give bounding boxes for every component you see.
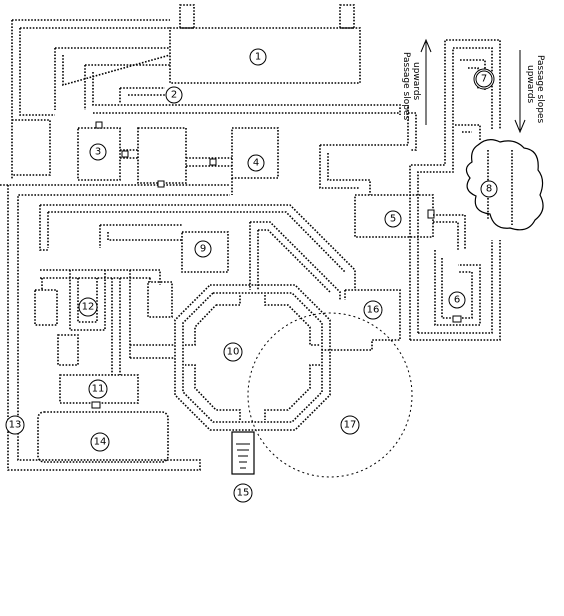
label-1-text: 1 (255, 52, 261, 63)
east-loops (409, 39, 501, 341)
label-4: 4 (247, 154, 265, 172)
outer-passage (0, 19, 230, 471)
label-7-text: 7 (481, 74, 487, 85)
label-9: 9 (194, 240, 212, 258)
note-right-line2: upwards (525, 65, 535, 104)
label-17-text: 17 (344, 420, 357, 431)
label-6: 6 (448, 291, 466, 309)
note-right-line1: Passage slopes (535, 55, 545, 123)
room-3 (77, 121, 138, 181)
room-5 (354, 194, 466, 250)
label-4-text: 4 (253, 158, 259, 169)
label-2-text: 2 (171, 90, 177, 101)
label-12: 12 (78, 297, 98, 317)
label-11: 11 (88, 379, 108, 399)
room-17 (247, 312, 413, 478)
room-1 (54, 4, 401, 115)
label-8-text: 8 (486, 184, 492, 195)
label-15-text: 15 (237, 488, 250, 499)
note-left: Passage slopes upwards (401, 52, 421, 120)
room-4 (231, 127, 279, 195)
label-5-text: 5 (390, 214, 396, 225)
label-14: 14 (90, 432, 110, 452)
room-9 (99, 224, 229, 273)
label-9-text: 9 (200, 244, 206, 255)
room-14 (37, 411, 169, 463)
room-10 (129, 270, 331, 431)
label-14-text: 14 (94, 437, 107, 448)
label-15: 15 (233, 483, 253, 503)
east-passage (319, 105, 417, 195)
label-13: 13 (5, 415, 25, 435)
label-11-text: 11 (92, 384, 105, 395)
label-7: 7 (475, 70, 493, 88)
slope-arrow-up (420, 38, 432, 125)
note-left-line2: upwards (411, 62, 421, 101)
label-3: 3 (89, 143, 107, 161)
label-12-text: 12 (82, 302, 95, 313)
central-block (137, 127, 232, 188)
label-10-text: 10 (227, 347, 240, 358)
label-8: 8 (480, 180, 498, 198)
label-17: 17 (340, 415, 360, 435)
label-16: 16 (363, 300, 383, 320)
note-right: Passage slopes upwards (525, 55, 545, 123)
note-left-line1: Passage slopes (401, 52, 411, 120)
stairs-15 (231, 431, 255, 475)
label-5: 5 (384, 210, 402, 228)
room-8 (465, 139, 544, 231)
room-16 (320, 289, 401, 351)
west-wing (34, 269, 173, 375)
slope-arrow-down (514, 50, 526, 134)
label-13-text: 13 (9, 420, 22, 431)
room-11 (59, 374, 139, 409)
room-2 (119, 87, 165, 103)
label-1: 1 (249, 48, 267, 66)
label-3-text: 3 (95, 147, 101, 158)
label-2: 2 (165, 86, 183, 104)
diagonal-passages (39, 204, 356, 300)
label-16-text: 16 (367, 305, 380, 316)
label-6-text: 6 (454, 295, 460, 306)
label-10: 10 (223, 342, 243, 362)
